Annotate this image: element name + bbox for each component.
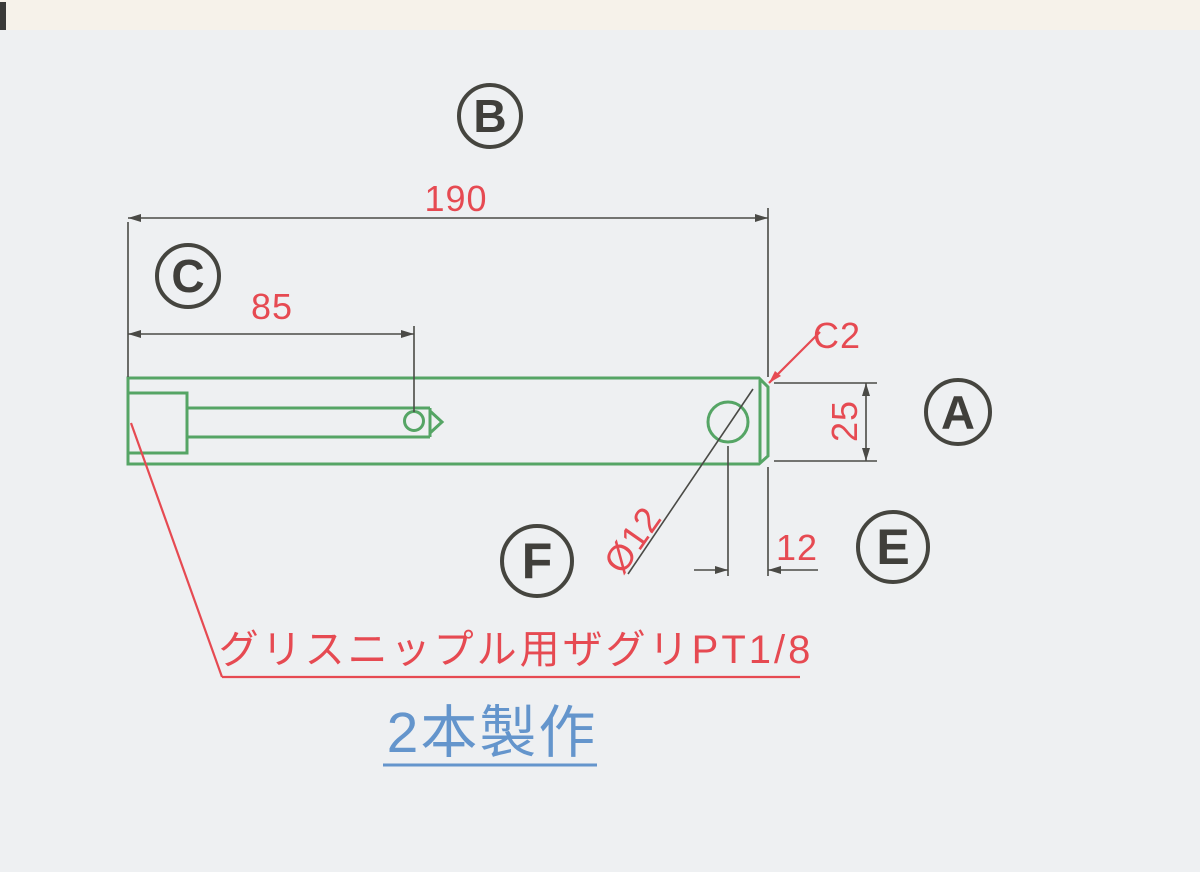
- counterbore-note-text: グリスニップル用ザグリPT1/8: [218, 628, 814, 672]
- arrow-12-left: [715, 566, 728, 574]
- arrow-c2: [769, 371, 781, 383]
- arrow-25-bottom: [862, 448, 870, 461]
- balloon-f: F: [500, 524, 574, 598]
- arrow-190-right: [755, 214, 768, 222]
- balloon-c-label: C: [171, 250, 205, 302]
- balloon-f-label: F: [521, 533, 553, 589]
- scan-artifact-mark: [0, 2, 6, 30]
- counterbore-outline: [129, 391, 189, 455]
- hole-dia12: [706, 400, 750, 444]
- scan-paper-edge: [0, 0, 1200, 30]
- part-body-outline: [126, 376, 770, 466]
- dim-text-85: 85: [250, 286, 294, 327]
- balloon-e: E: [856, 510, 930, 584]
- pin-part-outline: [126, 376, 770, 466]
- dim-text-12: 12: [775, 527, 819, 568]
- quantity-note-text: 2本製作: [386, 701, 598, 765]
- dimension-arrowheads: [128, 214, 870, 574]
- arrow-25-top: [862, 383, 870, 396]
- drill-tip: [428, 409, 445, 435]
- dim-text-190: 190: [424, 178, 488, 219]
- balloon-c: C: [155, 243, 221, 309]
- balloon-b: B: [457, 83, 523, 149]
- balloon-e-label: E: [876, 519, 910, 575]
- dimension-lines: [127, 208, 877, 576]
- leader-counterbore-note: [129, 422, 224, 678]
- leader-dia12: [627, 388, 754, 575]
- arrow-85-left: [128, 330, 141, 338]
- arrow-190-left: [128, 214, 141, 222]
- balloon-a-label: A: [941, 385, 975, 439]
- cross-hole-small: [403, 410, 425, 432]
- dim-text-c2: C2: [812, 315, 862, 356]
- balloon-b-label: B: [473, 90, 507, 142]
- dim-text-25: 25: [824, 399, 865, 443]
- arrow-12-right: [768, 566, 781, 574]
- arrow-85-right: [401, 330, 414, 338]
- balloon-a: A: [924, 378, 992, 446]
